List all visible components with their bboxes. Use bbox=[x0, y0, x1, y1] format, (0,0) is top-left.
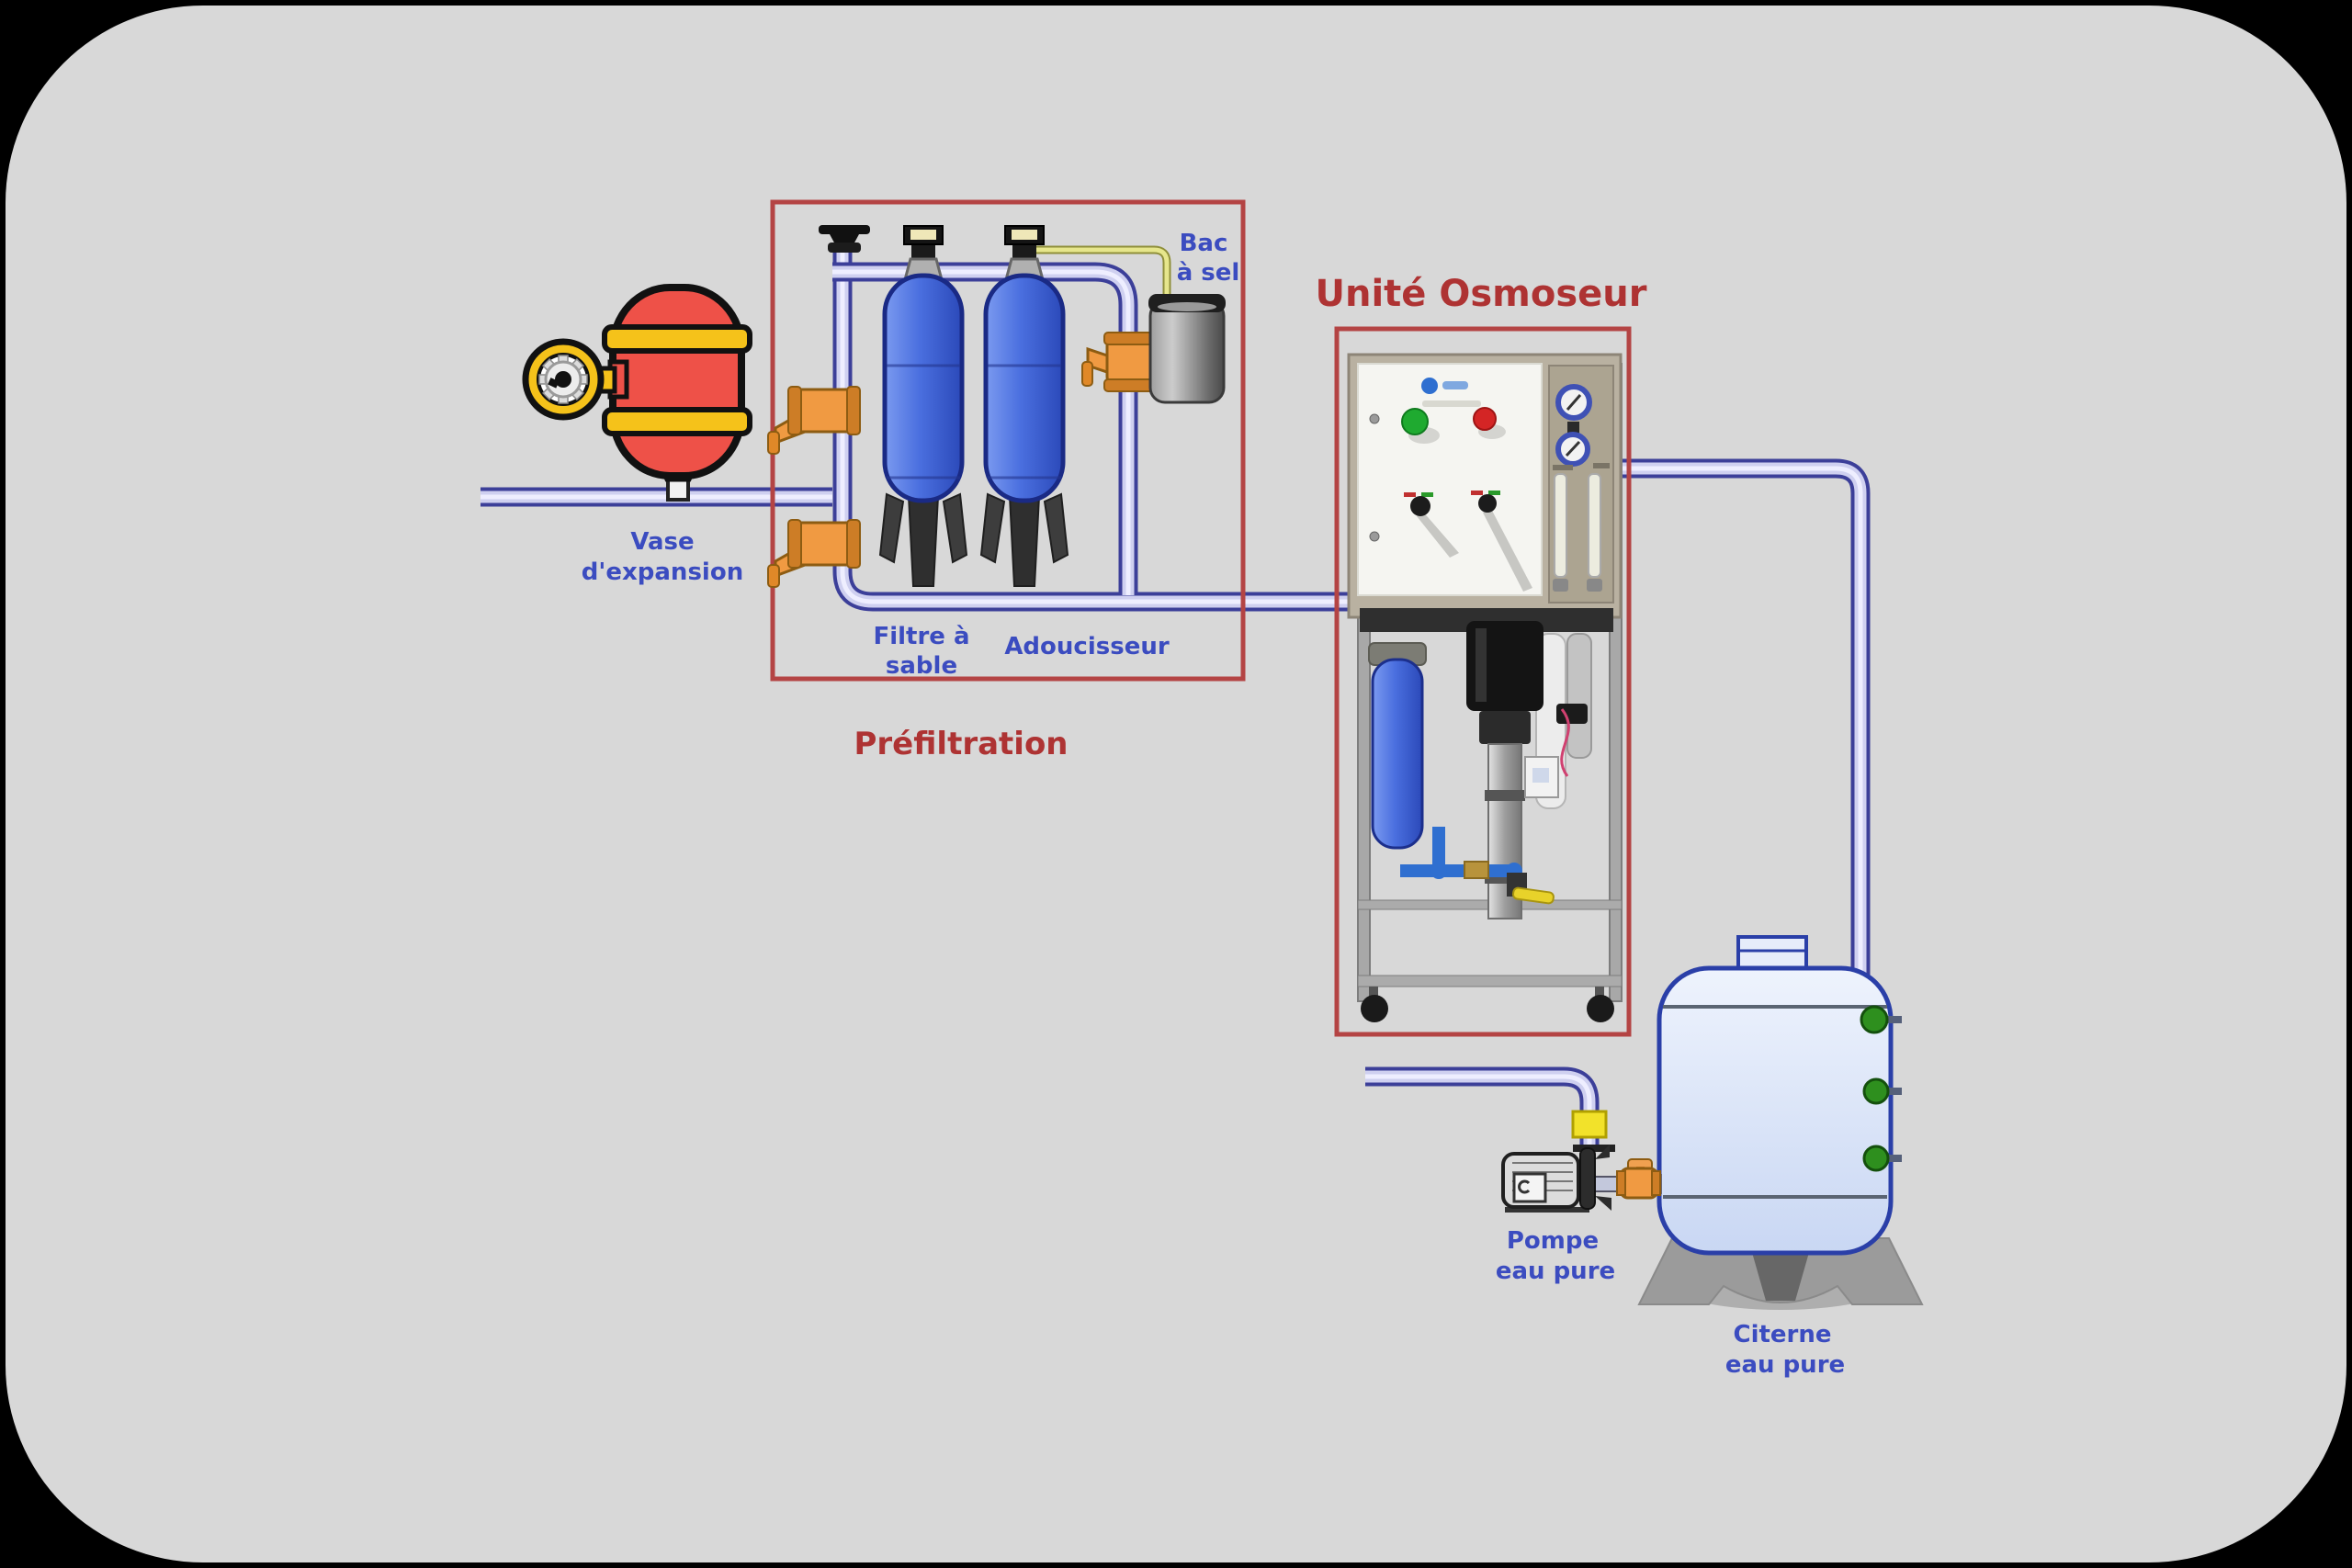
vessel-band-bottom bbox=[602, 407, 752, 436]
brand-logo bbox=[1421, 378, 1481, 407]
vessel-band-top bbox=[602, 324, 752, 354]
label-salt-tank-line2: à sel bbox=[1177, 259, 1240, 287]
motor-highlight bbox=[1476, 628, 1487, 702]
prefiltration-unit bbox=[767, 225, 1226, 588]
ro-unit bbox=[1347, 353, 1623, 1022]
instrument-label-left bbox=[1553, 465, 1573, 470]
bypass-valve-bottom bbox=[767, 519, 861, 588]
label-storage-tank-line2: eau pure bbox=[1725, 1351, 1845, 1379]
pump-coupling bbox=[1479, 711, 1531, 744]
start-button bbox=[1401, 408, 1440, 444]
gauge-spacer bbox=[1567, 422, 1579, 434]
frame-rail-bottom bbox=[1357, 975, 1623, 987]
gauge-gear bbox=[538, 355, 588, 404]
flow-meter-right bbox=[1588, 473, 1601, 578]
membrane-vessel-rear bbox=[1566, 633, 1592, 759]
tank-body bbox=[882, 273, 965, 503]
instrument-label-right bbox=[1593, 463, 1610, 468]
stop-button bbox=[1473, 407, 1506, 439]
salt-tank bbox=[1148, 294, 1226, 404]
label-salt-tank-line1: Bac bbox=[1180, 230, 1228, 257]
pedestal-recess bbox=[1751, 1249, 1810, 1301]
pure-water-pump bbox=[1501, 1110, 1662, 1213]
labels: Vase d'expansion Filtre à sable Adouciss… bbox=[582, 230, 1845, 1379]
pressure-gauge-bottom bbox=[1555, 432, 1590, 467]
sensor-wire bbox=[1560, 708, 1570, 777]
softener-tank bbox=[979, 225, 1069, 587]
expansion-vessel bbox=[522, 284, 752, 502]
osmoseur-box bbox=[1334, 326, 1632, 1037]
bypass-valve-top bbox=[767, 386, 861, 455]
pressure-gauge-top bbox=[1555, 384, 1592, 421]
diagram-card bbox=[6, 6, 2346, 1562]
flow-meter-fitting-right bbox=[1587, 579, 1602, 592]
level-valve-bottom bbox=[1862, 1145, 1902, 1172]
panel-screw-bottom bbox=[1369, 531, 1380, 542]
panel-screw-top bbox=[1369, 413, 1380, 424]
label-expansion-vessel-line1: Vase bbox=[630, 528, 694, 556]
label-sand-filter-line1: Filtre à bbox=[873, 623, 969, 650]
vessel-body bbox=[609, 284, 745, 479]
control-head-display bbox=[1004, 225, 1045, 245]
cartridge-filter-housing bbox=[1371, 658, 1424, 850]
pump-band-1 bbox=[1485, 790, 1525, 801]
pressure-gauge-icon bbox=[522, 338, 605, 421]
flow-meter-fitting-left bbox=[1553, 579, 1568, 592]
tank-feed-valve-orange bbox=[1616, 1158, 1661, 1200]
label-pump-line1: Pompe bbox=[1507, 1227, 1599, 1255]
level-valve-top bbox=[1860, 1005, 1902, 1034]
flow-meter-left bbox=[1554, 473, 1567, 578]
storage-tank bbox=[1637, 935, 1924, 1310]
label-sand-filter-line2: sable bbox=[886, 652, 957, 680]
label-softener: Adoucisseur bbox=[1004, 633, 1170, 660]
tank-shell bbox=[1657, 965, 1894, 1256]
label-storage-tank-line1: Citerne bbox=[1733, 1321, 1831, 1348]
caster-right bbox=[1587, 987, 1614, 1022]
sand-filter-tank bbox=[878, 225, 968, 587]
suction-flange bbox=[1573, 1145, 1615, 1152]
membrane-fitting bbox=[1556, 704, 1588, 724]
control-box-window bbox=[1532, 768, 1549, 783]
caster-left bbox=[1361, 987, 1388, 1022]
label-pump-line2: eau pure bbox=[1496, 1258, 1615, 1285]
inlet-valve-icon bbox=[819, 225, 870, 253]
low-level-piping bbox=[1400, 827, 1555, 905]
title-prefiltration: Préfiltration bbox=[854, 726, 1068, 762]
tank-body bbox=[983, 273, 1066, 503]
pipe-union-yellow bbox=[1571, 1110, 1608, 1139]
pump-band-2 bbox=[1485, 874, 1525, 884]
title-osmoseur: Unité Osmoseur bbox=[1316, 273, 1647, 315]
label-expansion-vessel-line2: d'expansion bbox=[582, 558, 743, 586]
pump-motor bbox=[1501, 1152, 1589, 1213]
panel-knobs bbox=[1404, 491, 1532, 592]
level-valve-middle bbox=[1862, 1077, 1902, 1105]
softener-outlet-valve bbox=[1081, 332, 1155, 392]
control-head-display bbox=[903, 225, 944, 245]
pump-head bbox=[1579, 1145, 1611, 1211]
